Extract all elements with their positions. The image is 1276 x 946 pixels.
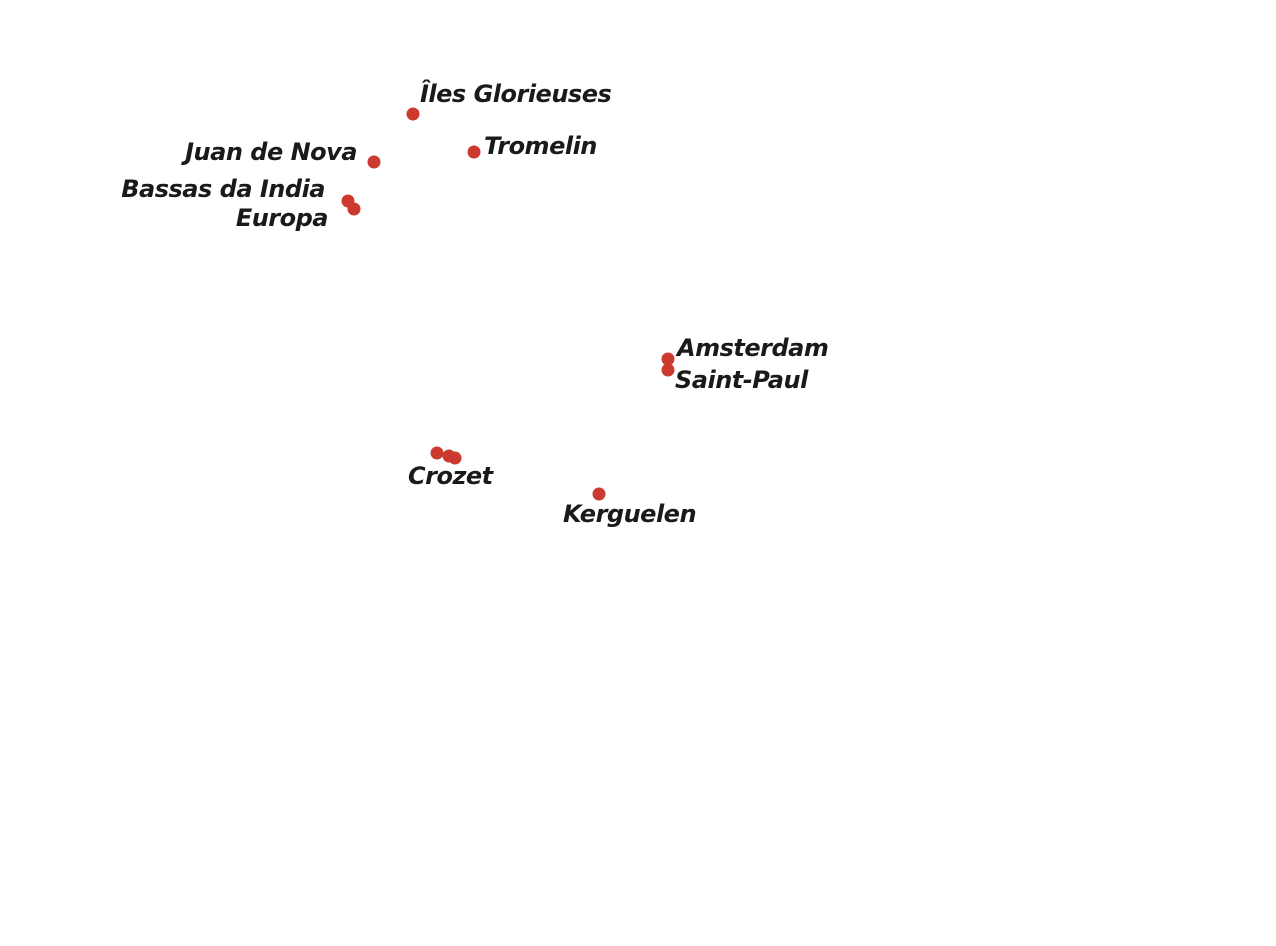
place-marker[interactable] (406, 107, 420, 121)
place-marker[interactable] (592, 487, 606, 501)
place-bassas-da-india[interactable]: Bassas da India (121, 175, 355, 208)
place-label: Amsterdam (675, 334, 828, 362)
place-kerguelen[interactable]: Kerguelen (563, 487, 697, 529)
place-label: Tromelin (484, 132, 597, 160)
place-label: Juan de Nova (181, 138, 357, 166)
place-label: Crozet (408, 462, 495, 490)
place-tromelin[interactable]: Tromelin (467, 132, 597, 160)
place-label: Europa (236, 204, 328, 232)
place-marker[interactable] (661, 352, 675, 366)
place-marker[interactable] (467, 145, 481, 159)
place-marker[interactable] (661, 363, 675, 377)
place-label: Bassas da India (121, 175, 325, 203)
place-label: Saint-Paul (675, 366, 809, 394)
place-marker[interactable] (347, 202, 361, 216)
place-europa[interactable]: Europa (236, 202, 361, 233)
place-marker[interactable] (367, 155, 381, 169)
place-label: Îles Glorieuses (420, 78, 611, 108)
place-juan-de-nova[interactable]: Juan de Nova (181, 138, 381, 169)
place-crozet[interactable]: Crozet (408, 446, 495, 491)
place-amsterdam[interactable]: Amsterdam (661, 334, 829, 366)
place-marker[interactable] (448, 451, 462, 465)
place-marker[interactable] (430, 446, 444, 460)
place-iles-glorieuses[interactable]: Îles Glorieuses (406, 78, 612, 121)
place-label: Kerguelen (563, 500, 696, 528)
place-saint-paul[interactable]: Saint-Paul (661, 363, 810, 395)
